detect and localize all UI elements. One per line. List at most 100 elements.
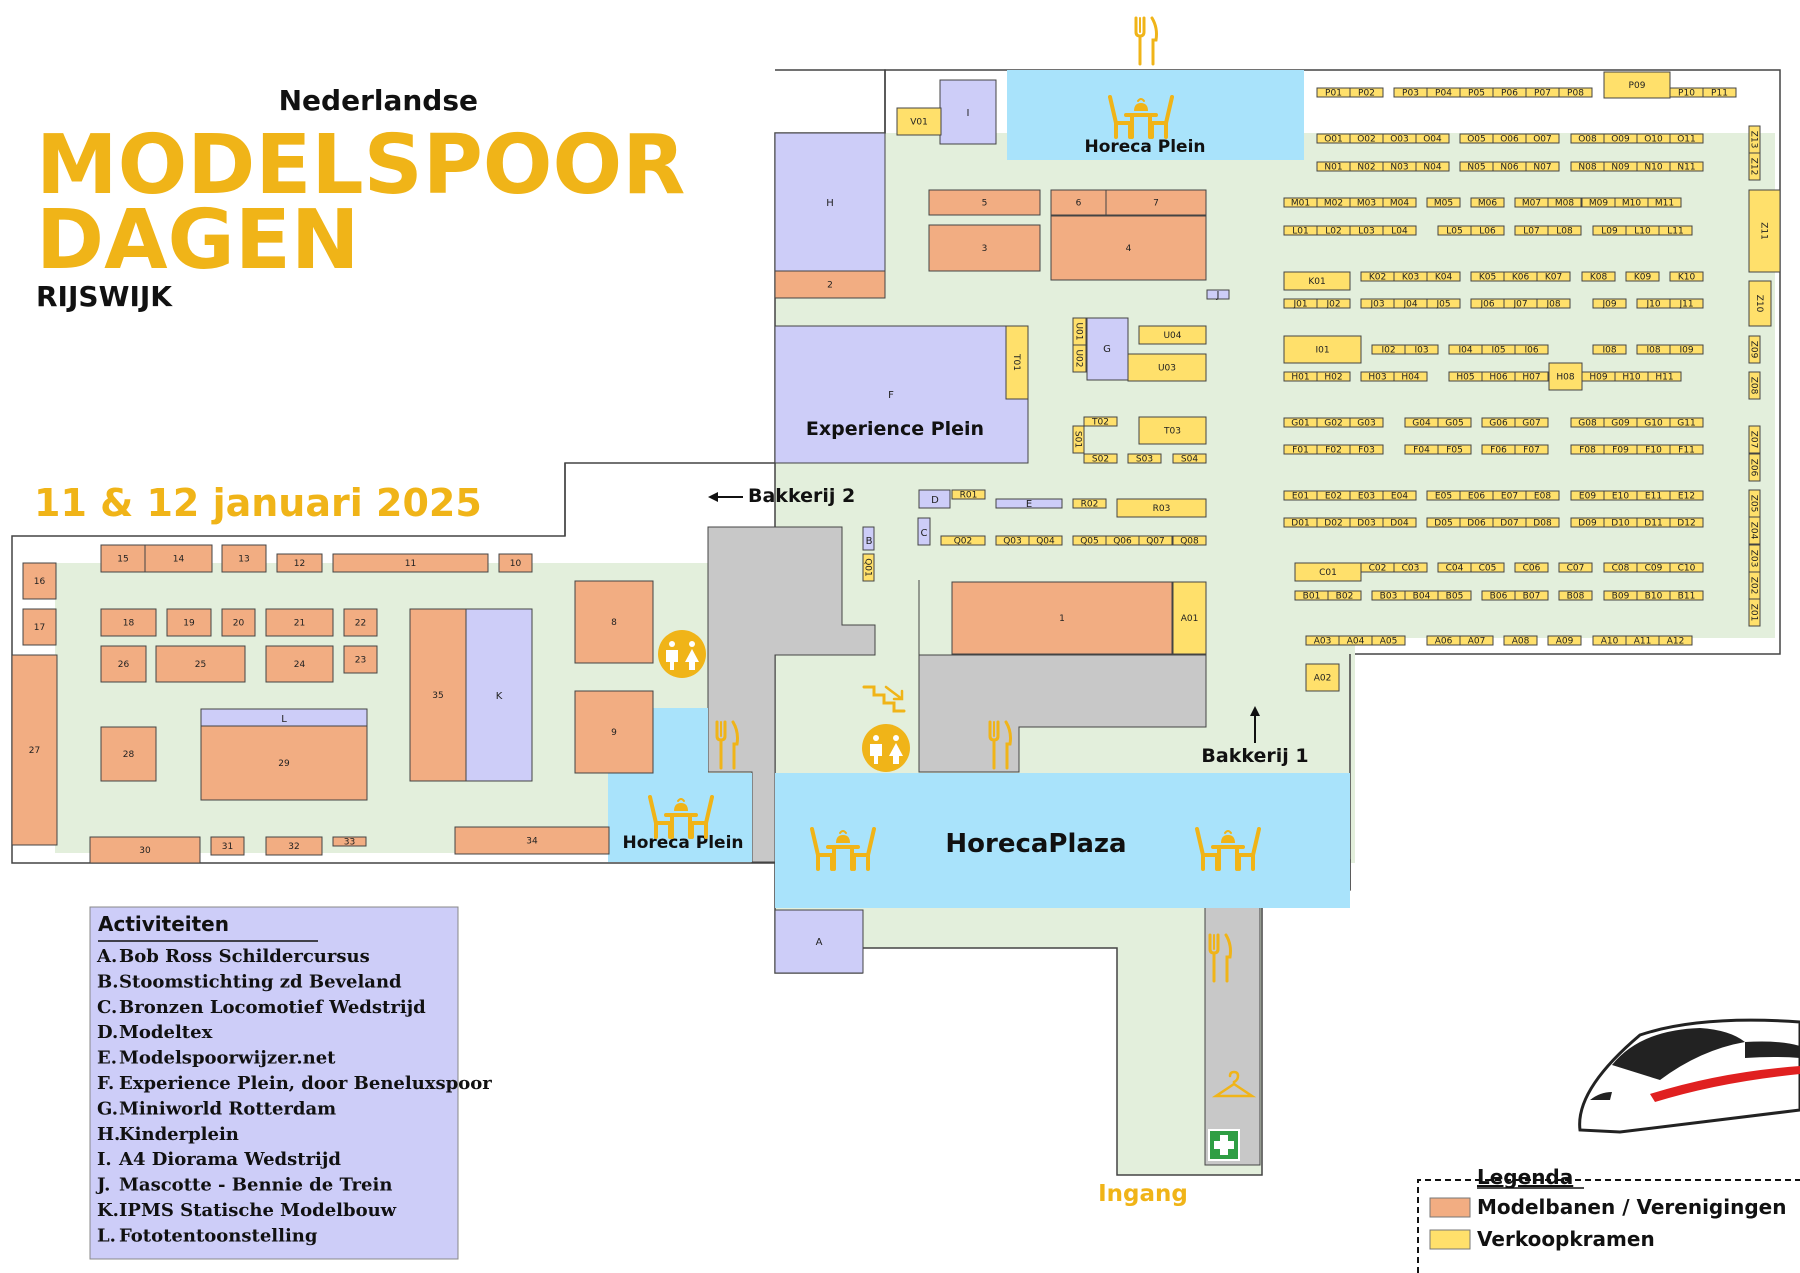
booth-h02[interactable]: H02 bbox=[1316, 371, 1351, 383]
booth-o01[interactable]: O01 bbox=[1316, 133, 1351, 145]
booth-d06[interactable]: D06 bbox=[1459, 517, 1494, 529]
booth-l03[interactable]: L03 bbox=[1349, 225, 1384, 237]
booth-h06[interactable]: H06 bbox=[1481, 371, 1516, 383]
booth-k07[interactable]: K07 bbox=[1536, 271, 1571, 283]
booth-k05[interactable]: K05 bbox=[1470, 271, 1505, 283]
booth-n10[interactable]: N10 bbox=[1636, 161, 1671, 173]
booth-o05[interactable]: O05 bbox=[1459, 133, 1494, 145]
booth-m10[interactable]: M10 bbox=[1614, 197, 1649, 209]
booth-b01[interactable]: B01 bbox=[1294, 590, 1329, 602]
booth-d01[interactable]: D01 bbox=[1283, 517, 1318, 529]
booth-l01[interactable]: L01 bbox=[1283, 225, 1318, 237]
booth-h03[interactable]: H03 bbox=[1360, 371, 1395, 383]
booth-o10[interactable]: O10 bbox=[1636, 133, 1671, 145]
booth-16[interactable]: 16 bbox=[22, 562, 57, 600]
booth-m05[interactable]: M05 bbox=[1426, 197, 1461, 209]
booth-f02[interactable]: F02 bbox=[1316, 444, 1351, 456]
booth-u03[interactable]: U03 bbox=[1127, 353, 1207, 382]
booth-g01[interactable]: G01 bbox=[1283, 417, 1318, 429]
zone-B[interactable] bbox=[862, 526, 875, 551]
booth-p05[interactable]: P05 bbox=[1459, 87, 1494, 99]
booth-c10[interactable]: C10 bbox=[1669, 562, 1704, 574]
booth-31[interactable]: 31 bbox=[210, 836, 245, 856]
booth-a10[interactable]: A10 bbox=[1592, 635, 1627, 647]
booth-p04[interactable]: P04 bbox=[1426, 87, 1461, 99]
booth-30[interactable]: 30 bbox=[89, 836, 201, 864]
booth-z09[interactable]: Z09 bbox=[1748, 335, 1761, 364]
booth-e05[interactable]: E05 bbox=[1426, 490, 1461, 502]
booth-j06[interactable]: J06 bbox=[1470, 298, 1505, 310]
booth-i01[interactable]: I01 bbox=[1283, 335, 1362, 364]
booth-k08[interactable]: K08 bbox=[1581, 271, 1616, 283]
booth-11[interactable]: 11 bbox=[332, 553, 489, 573]
zone-C[interactable] bbox=[917, 517, 931, 546]
booth-k06[interactable]: K06 bbox=[1503, 271, 1538, 283]
booth-z03[interactable]: Z03 bbox=[1748, 544, 1761, 573]
booth-b05[interactable]: B05 bbox=[1437, 590, 1472, 602]
booth-17[interactable]: 17 bbox=[22, 608, 57, 646]
booth-13[interactable]: 13 bbox=[221, 544, 267, 573]
booth-o06[interactable]: O06 bbox=[1492, 133, 1527, 145]
booth-h07[interactable]: H07 bbox=[1514, 371, 1549, 383]
zone-F[interactable] bbox=[774, 325, 1029, 464]
booth-d03[interactable]: D03 bbox=[1349, 517, 1384, 529]
booth-d10[interactable]: D10 bbox=[1603, 517, 1638, 529]
booth-t02[interactable]: T02 bbox=[1083, 416, 1118, 428]
booth-q04[interactable]: Q04 bbox=[1028, 535, 1063, 547]
booth-j11[interactable]: J11 bbox=[1669, 298, 1704, 310]
booth-l02[interactable]: L02 bbox=[1316, 225, 1351, 237]
booth-q05[interactable]: Q05 bbox=[1072, 535, 1107, 547]
booth-23[interactable]: 23 bbox=[343, 645, 378, 674]
booth-c08[interactable]: C08 bbox=[1603, 562, 1638, 574]
booth-o02[interactable]: O02 bbox=[1349, 133, 1384, 145]
booth-i09[interactable]: I09 bbox=[1669, 344, 1704, 356]
booth-5[interactable]: 5 bbox=[928, 189, 1041, 216]
booth-e10[interactable]: E10 bbox=[1603, 490, 1638, 502]
booth-b07[interactable]: B07 bbox=[1514, 590, 1549, 602]
booth-j07[interactable]: J07 bbox=[1503, 298, 1538, 310]
booth-z05[interactable]: Z05 bbox=[1748, 489, 1761, 518]
booth-33[interactable]: 33 bbox=[332, 836, 367, 848]
booth-a08[interactable]: A08 bbox=[1503, 635, 1538, 647]
booth-r02[interactable]: R02 bbox=[1072, 498, 1107, 510]
booth-q07[interactable]: Q07 bbox=[1138, 535, 1173, 547]
booth-m09[interactable]: M09 bbox=[1581, 197, 1616, 209]
booth-k04[interactable]: K04 bbox=[1426, 271, 1461, 283]
booth-e04[interactable]: E04 bbox=[1382, 490, 1417, 502]
booth-q03[interactable]: Q03 bbox=[995, 535, 1030, 547]
booth-f03[interactable]: F03 bbox=[1349, 444, 1384, 456]
booth-12[interactable]: 12 bbox=[276, 553, 323, 573]
booth-c05[interactable]: C05 bbox=[1470, 562, 1505, 574]
booth-j05[interactable]: J05 bbox=[1426, 298, 1461, 310]
booth-h10[interactable]: H10 bbox=[1614, 371, 1649, 383]
booth-b10[interactable]: B10 bbox=[1636, 590, 1671, 602]
booth-f09[interactable]: F09 bbox=[1603, 444, 1638, 456]
booth-25[interactable]: 25 bbox=[155, 645, 246, 683]
booth-e12[interactable]: E12 bbox=[1669, 490, 1704, 502]
zone-D[interactable] bbox=[918, 489, 951, 509]
booth-r01[interactable]: R01 bbox=[951, 489, 986, 501]
booth-c01[interactable]: C01 bbox=[1294, 562, 1362, 582]
booth-z12[interactable]: Z12 bbox=[1748, 152, 1761, 181]
booth-u02[interactable]: U02 bbox=[1072, 344, 1087, 373]
booth-j02[interactable]: J02 bbox=[1316, 298, 1351, 310]
booth-f08[interactable]: F08 bbox=[1570, 444, 1605, 456]
booth-28[interactable]: 28 bbox=[100, 726, 157, 782]
zone-G[interactable] bbox=[1086, 317, 1129, 381]
booth-p07[interactable]: P07 bbox=[1525, 87, 1560, 99]
booth-e09[interactable]: E09 bbox=[1570, 490, 1605, 502]
booth-s01[interactable]: S01 bbox=[1072, 425, 1085, 454]
booth-l11[interactable]: L11 bbox=[1658, 225, 1693, 237]
booth-b06[interactable]: B06 bbox=[1481, 590, 1516, 602]
booth-18[interactable]: 18 bbox=[100, 608, 157, 637]
booth-z06[interactable]: Z06 bbox=[1748, 453, 1761, 482]
booth-3[interactable]: 3 bbox=[928, 224, 1041, 272]
booth-j08[interactable]: J08 bbox=[1536, 298, 1571, 310]
booth-u01[interactable]: U01 bbox=[1072, 317, 1087, 346]
zone-H[interactable] bbox=[774, 132, 886, 272]
booth-f01[interactable]: F01 bbox=[1283, 444, 1318, 456]
booth-n02[interactable]: N02 bbox=[1349, 161, 1384, 173]
booth-u04[interactable]: U04 bbox=[1138, 325, 1207, 345]
booth-h09[interactable]: H09 bbox=[1581, 371, 1616, 383]
booth-d04[interactable]: D04 bbox=[1382, 517, 1417, 529]
